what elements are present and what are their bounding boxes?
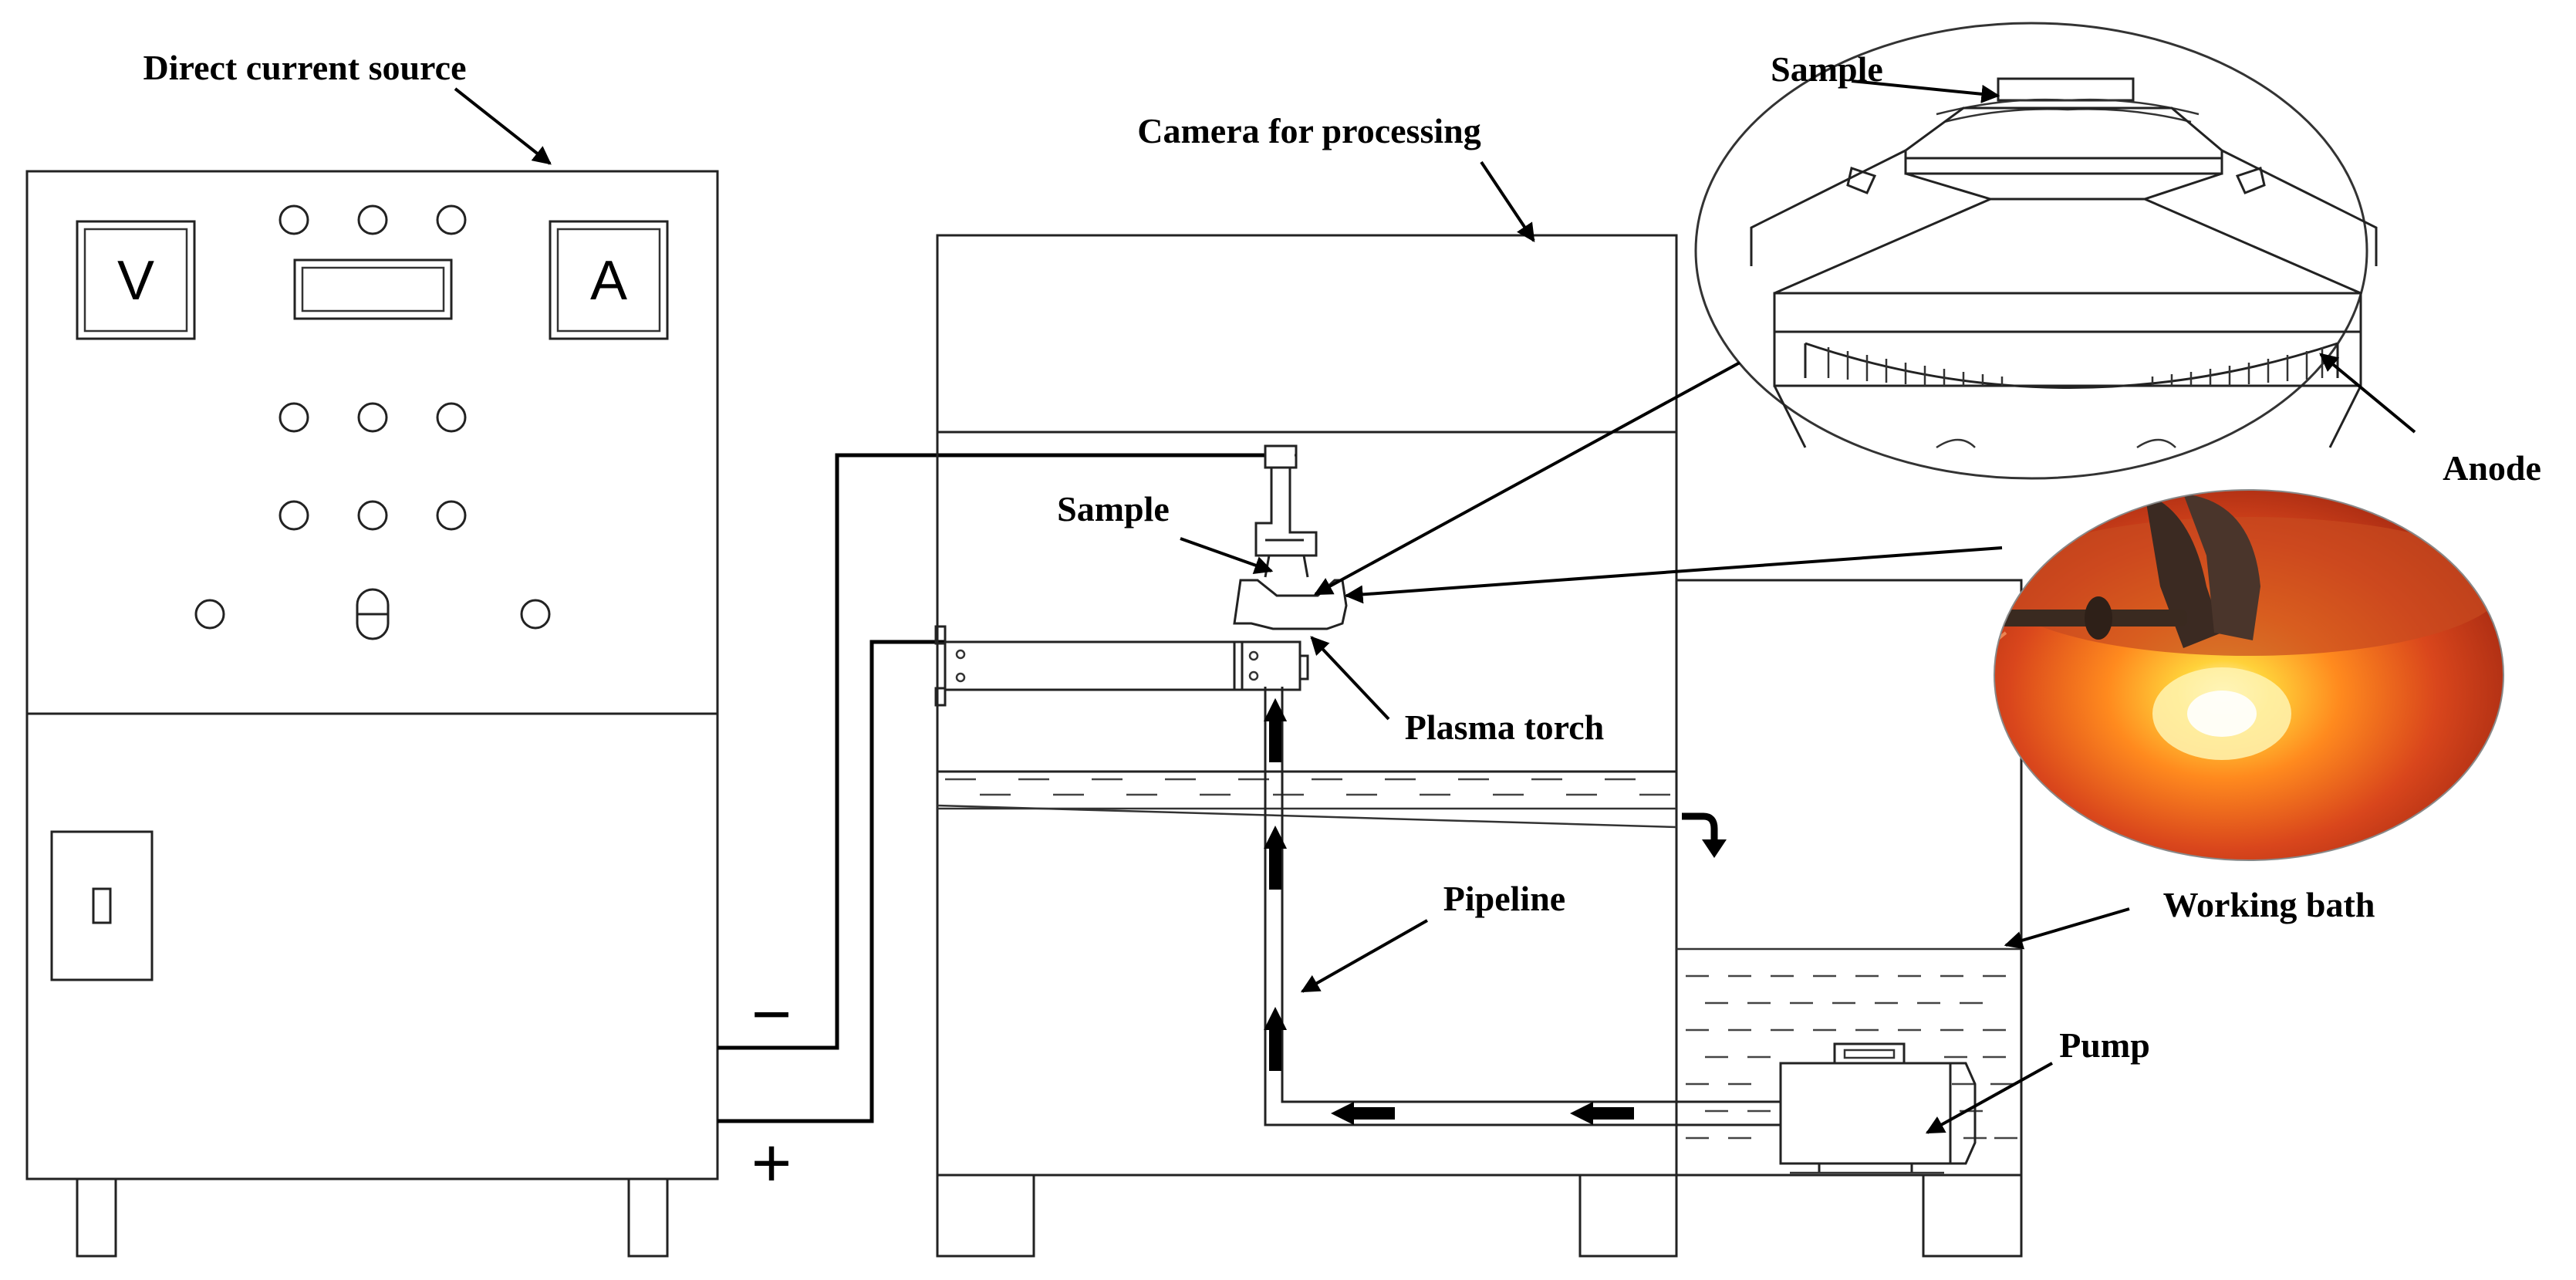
label-working-bath: Working bath xyxy=(2163,885,2375,924)
chamber-liquid-dashes xyxy=(945,778,1670,796)
positive-wire xyxy=(717,640,945,1123)
pump xyxy=(1779,1042,1977,1174)
label-pipeline: Pipeline xyxy=(1443,879,1565,918)
dc-source-cabinet: V A xyxy=(25,170,719,1258)
voltmeter: V xyxy=(76,220,196,340)
label-direct-current-source: Direct current source xyxy=(143,48,467,87)
leader-lines xyxy=(454,79,2416,1134)
plasma-torch xyxy=(934,579,1348,707)
label-camera-for-processing: Camera for processing xyxy=(1137,111,1480,150)
label-sample: Sample xyxy=(1057,489,1170,529)
negative-terminal-label: − xyxy=(751,976,792,1053)
bath-liquid-dashes xyxy=(1686,974,2017,1140)
pipeline xyxy=(1264,687,1781,1126)
label-anode: Anode xyxy=(2443,448,2541,488)
control-knobs xyxy=(194,204,551,640)
power-switch xyxy=(50,830,154,981)
ammeter: A xyxy=(549,220,669,340)
label-zoom-sample: Sample xyxy=(1771,49,1883,89)
positive-terminal-label: + xyxy=(751,1125,792,1202)
anode-zoom-view xyxy=(1694,22,2378,480)
ammeter-label: A xyxy=(590,250,627,312)
working-bath xyxy=(1676,579,2023,1258)
processing-chamber xyxy=(936,234,1678,1258)
plasma-process-photo xyxy=(1994,489,2504,861)
sample-holder xyxy=(1254,444,1318,578)
display-panel xyxy=(293,258,453,320)
label-pump: Pump xyxy=(2059,1025,2150,1065)
voltmeter-label: V xyxy=(117,250,154,312)
label-plasma-torch: Plasma torch xyxy=(1405,708,1605,747)
flow-arrows xyxy=(1264,698,1634,1125)
overflow-arrow xyxy=(1682,812,1718,843)
negative-wire xyxy=(717,453,1265,1050)
